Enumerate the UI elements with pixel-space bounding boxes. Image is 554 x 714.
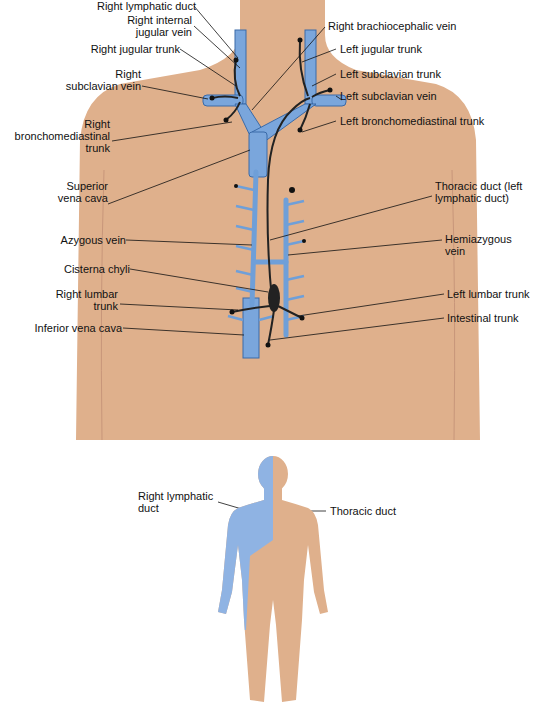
anatomy-label: Right lumbar trunk (52, 288, 118, 312)
anatomy-label: Right subclavian vein (62, 68, 141, 92)
torso (76, 0, 480, 440)
cisterna-chyli-sac (268, 284, 280, 312)
anatomy-label: Left subclavian vein (340, 90, 470, 102)
anatomy-label: Superior vena cava (50, 180, 108, 204)
anatomy-label: Azygous vein (50, 234, 126, 246)
lymph-nodes (210, 38, 333, 348)
anatomy-label: Right brachiocephalic vein (328, 20, 478, 32)
anatomy-label: Cisterna chyli (50, 263, 130, 275)
small-body-figure (200, 450, 340, 714)
anatomy-label: Thoracic duct (330, 505, 430, 517)
anatomy-label: Left lumbar trunk (447, 288, 547, 300)
anatomy-label: Right jugular trunk (76, 43, 180, 55)
anatomy-label: Right bronchomediastinal trunk (10, 118, 110, 154)
veins (203, 30, 346, 358)
anatomy-label: Inferior vena cava (2, 322, 122, 334)
anatomy-label: Left bronchomediastinal trunk (340, 115, 520, 127)
anatomy-label: Intestinal trunk (447, 312, 547, 324)
leader-lines (108, 6, 444, 512)
anatomy-label: Right internal jugular vein (110, 14, 192, 38)
anatomy-label: Hemiazygous vein (445, 233, 515, 257)
anatomy-label: Left jugular trunk (340, 43, 460, 55)
anatomy-label: Right lymphatic duct (96, 0, 196, 12)
arm-crease (452, 170, 455, 440)
anatomy-label: Right lymphatic duct (138, 490, 216, 514)
anatomy-label: Left subclavian trunk (340, 68, 470, 80)
intercostal-veins (228, 186, 304, 320)
anatomy-label: Thoracic duct (left lymphatic duct) (435, 180, 523, 204)
